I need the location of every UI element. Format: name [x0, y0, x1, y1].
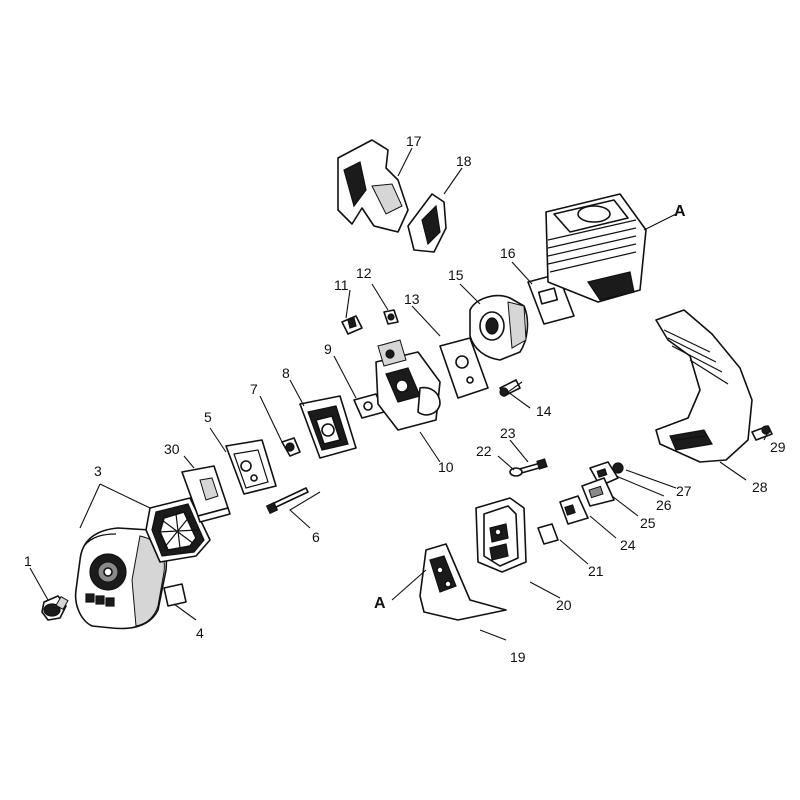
part-3-air-cleaner-cover[interactable] — [74, 527, 168, 630]
part-5-filter-plate[interactable] — [225, 439, 277, 495]
part-11-throttle-lever[interactable] — [341, 315, 363, 335]
part-9-gasket[interactable] — [353, 393, 385, 419]
callout-22: 22 — [476, 443, 492, 459]
part-12-nut[interactable] — [383, 309, 399, 325]
callout-8: 8 — [282, 365, 290, 381]
callout-23: 23 — [500, 425, 516, 441]
callout-4: 4 — [196, 625, 204, 641]
part-6-bolt[interactable] — [265, 487, 309, 515]
part-29-bolt[interactable] — [751, 425, 773, 441]
part-15-intake-manifold[interactable] — [469, 294, 529, 361]
callout-6: 6 — [312, 529, 320, 545]
part-17-top-shroud[interactable] — [337, 139, 409, 233]
part-1-knob[interactable] — [41, 595, 69, 621]
part-18-cover-piece[interactable] — [407, 193, 447, 253]
callout-19: 19 — [510, 649, 526, 665]
callout-21: 21 — [588, 563, 604, 579]
callout-28: 28 — [752, 479, 768, 495]
part-7-choke-part[interactable] — [281, 437, 301, 457]
part-13-insulator-gasket[interactable] — [439, 337, 489, 399]
callout-5: 5 — [204, 409, 212, 425]
part-21-square-gasket[interactable] — [537, 523, 559, 545]
callout-14: 14 — [536, 403, 552, 419]
part-30-foam-filter[interactable] — [181, 465, 231, 523]
part-10-carburetor[interactable] — [375, 339, 441, 431]
callout-24: 24 — [620, 537, 636, 553]
leader-lines — [29, 147, 769, 641]
cylinder-assembly[interactable] — [545, 193, 647, 303]
part-22-washer[interactable] — [509, 467, 523, 477]
part-28-cylinder-cover[interactable] — [655, 309, 753, 463]
part-3-filter-frame[interactable] — [145, 497, 211, 563]
part-19-heat-shield[interactable] — [419, 543, 507, 621]
callout-9: 9 — [324, 341, 332, 357]
callout-15: 15 — [448, 267, 464, 283]
callout-17: 17 — [406, 133, 422, 149]
callout-10: 10 — [438, 459, 454, 475]
callout-20: 20 — [556, 597, 572, 613]
callout-18: 18 — [456, 153, 472, 169]
part-8-filter-case[interactable] — [299, 395, 357, 459]
callout-11: 11 — [334, 277, 349, 293]
callout-12: 12 — [356, 265, 372, 281]
callout-7: 7 — [250, 381, 258, 397]
part-24-gasket[interactable] — [559, 495, 589, 525]
callout-3: 3 — [94, 463, 102, 479]
callout-1: 1 — [24, 553, 32, 569]
callout-26: 26 — [656, 497, 672, 513]
callout-16: 16 — [500, 245, 516, 261]
callout-27: 27 — [676, 483, 692, 499]
callout-29: 29 — [770, 439, 786, 455]
connector-a-bottom: A — [374, 595, 386, 612]
part-20-muffler[interactable] — [475, 497, 527, 573]
part-4-label-plate[interactable] — [163, 583, 187, 607]
callout-13: 13 — [404, 291, 420, 307]
part-25-muffler-plate[interactable] — [581, 477, 615, 507]
part-23-bolt[interactable] — [515, 458, 548, 475]
callout-30: 30 — [164, 441, 180, 457]
connector-a-top: A — [674, 203, 686, 220]
callout-25: 25 — [640, 515, 656, 531]
